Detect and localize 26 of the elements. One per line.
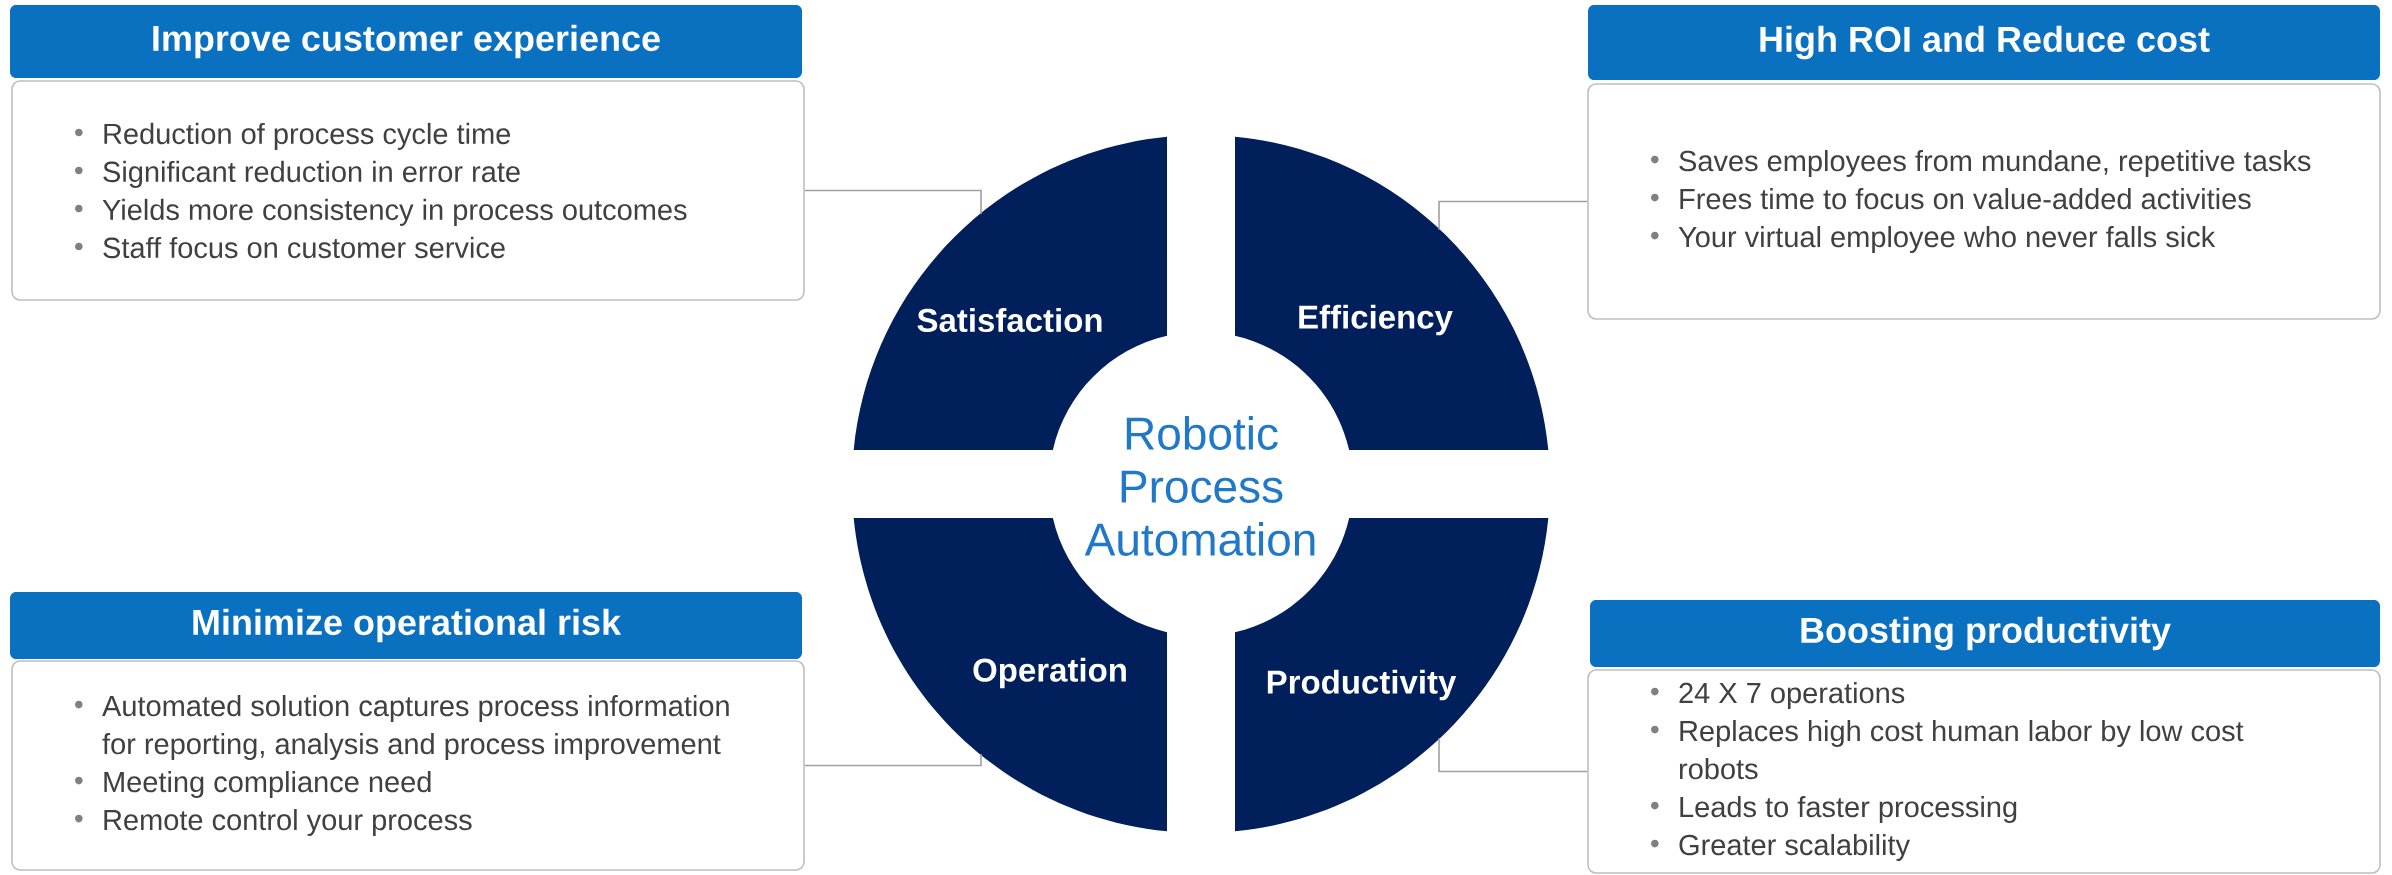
card-header: Minimize operational risk bbox=[10, 592, 802, 659]
connector-line bbox=[1438, 200, 1588, 231]
bullet-item: Significant reduction in error rate bbox=[75, 160, 520, 188]
bullet-item: Staff focus on customer service bbox=[75, 236, 505, 259]
card-header: High ROI and Reduce cost bbox=[1588, 5, 2380, 80]
bullet-item: Leads to faster processing bbox=[1651, 796, 2017, 823]
bullet-item: Yields more consistency in process outcomes bbox=[75, 198, 687, 226]
connector-line bbox=[1438, 737, 1588, 773]
bullet-item: Reduction of process cycle time bbox=[75, 122, 511, 150]
bullet-card bbox=[1587, 83, 2381, 320]
bullet-item: Automated solution captures process information for reporting, analysis and process improvement bbox=[75, 695, 729, 760]
bullet-item: Frees time to focus on value-added activities bbox=[1651, 188, 2251, 210]
bullet-card bbox=[11, 80, 805, 301]
bullet-card bbox=[11, 660, 805, 871]
bullet-item: Greater scalability bbox=[1651, 834, 1910, 861]
card-header: Improve customer experience bbox=[10, 5, 802, 78]
bullet-item: Replaces high cost human labor by low cost robots bbox=[1651, 720, 2244, 780]
bullet-item: Meeting compliance need bbox=[75, 771, 431, 798]
connector-line bbox=[804, 189, 982, 215]
bullet-item: Remote control your process bbox=[75, 809, 472, 836]
connector-line bbox=[804, 753, 982, 767]
card-header: Boosting productivity bbox=[1590, 600, 2380, 667]
bullet-card bbox=[1587, 669, 2381, 874]
bullet-item: Your virtual employee who never falls sick bbox=[1651, 226, 2216, 253]
bullet-item: 24 X 7 operations bbox=[1651, 682, 1905, 709]
bullet-item: Saves employees from mundane, repetitive tasks bbox=[1651, 150, 2311, 177]
